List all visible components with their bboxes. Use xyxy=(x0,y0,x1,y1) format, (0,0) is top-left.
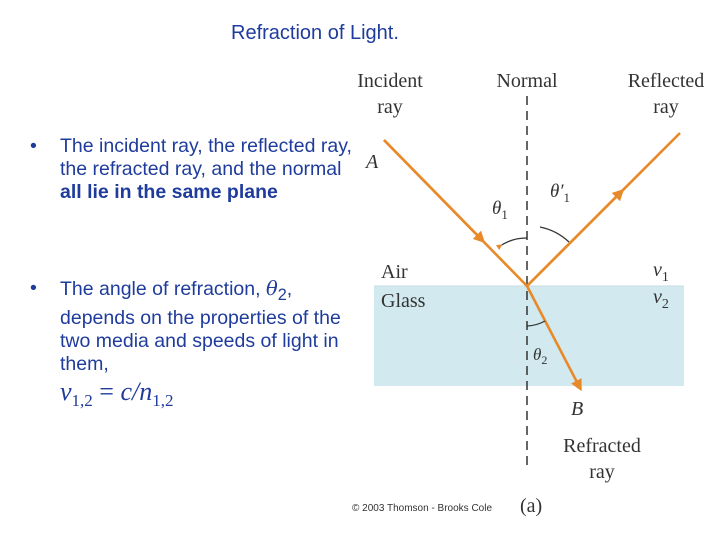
theta1-prime-symbol: θ′ xyxy=(550,181,564,202)
incident-label-2: ray xyxy=(377,96,403,118)
refracted-ray xyxy=(525,285,582,392)
theta2-subscript: 2 xyxy=(541,353,547,367)
copyright-notice: © 2003 Thomson - Brooks Cole xyxy=(352,503,493,514)
bullet-text-prefix: The angle of refraction, xyxy=(60,278,266,300)
theta1-symbol: θ xyxy=(492,198,501,219)
reflected-label-1: Reflected xyxy=(628,70,705,92)
refracted-label-1: Refracted xyxy=(563,435,641,457)
air-label: Air xyxy=(381,261,408,283)
v1-subscript: 1 xyxy=(662,270,669,285)
glass-medium xyxy=(374,286,684,386)
v1-label: v1 xyxy=(653,259,669,285)
theta1-arc xyxy=(495,237,528,251)
point-b-label: B xyxy=(571,398,583,420)
slide-title: Refraction of Light. xyxy=(231,22,399,44)
theta1-label: θ1 xyxy=(492,198,508,222)
theta1-prime-arc xyxy=(539,226,570,243)
glass-label: Glass xyxy=(381,290,426,312)
point-a-label: A xyxy=(364,151,379,173)
normal-label: Normal xyxy=(496,70,558,92)
bullet-text: The angle of refraction, θ2, depends on … xyxy=(60,277,360,412)
theta2-arc xyxy=(526,320,546,327)
reflected-label-2: ray xyxy=(653,96,679,118)
theta1-subscript: 1 xyxy=(501,207,508,222)
v1-symbol: v xyxy=(653,259,662,281)
v2-subscript: 2 xyxy=(662,297,669,312)
formula-equals: = xyxy=(92,376,121,406)
bullet-text-plain: The incident ray, the reflected ray, the… xyxy=(60,135,352,180)
theta-subscript: 2 xyxy=(277,285,287,304)
v2-symbol: v xyxy=(653,286,662,308)
v2-label: v2 xyxy=(653,286,669,312)
refracted-label-2: ray xyxy=(589,461,615,483)
formula-v: v xyxy=(60,376,72,406)
formula-v-sub: 1,2 xyxy=(71,391,93,411)
theta2-label: θ2 xyxy=(533,345,547,367)
theta1-prime-subscript: 1 xyxy=(564,190,571,205)
incident-ray-arrow xyxy=(383,139,486,244)
bullet-text: The incident ray, the reflected ray, the… xyxy=(60,135,360,204)
theta1-prime-label: θ′1 xyxy=(550,181,570,205)
reflected-ray-arrow xyxy=(526,188,625,287)
incident-label-1: Incident xyxy=(357,70,423,92)
bullet-dot: • xyxy=(30,135,37,157)
formula-n-sub: 1,2 xyxy=(152,391,174,411)
part-label: (a) xyxy=(520,495,542,517)
bullet-text-bold: all lie in the same plane xyxy=(60,181,278,203)
speed-formula: v1,2 = c/n1,2 xyxy=(60,376,360,412)
bullet-dot: • xyxy=(30,277,37,299)
formula-c-over-n: c/n xyxy=(120,376,153,406)
theta-symbol: θ xyxy=(265,277,278,300)
bullet-text-suffix: , depends on the properties of the two m… xyxy=(60,278,341,375)
theta2-symbol: θ xyxy=(533,345,541,364)
